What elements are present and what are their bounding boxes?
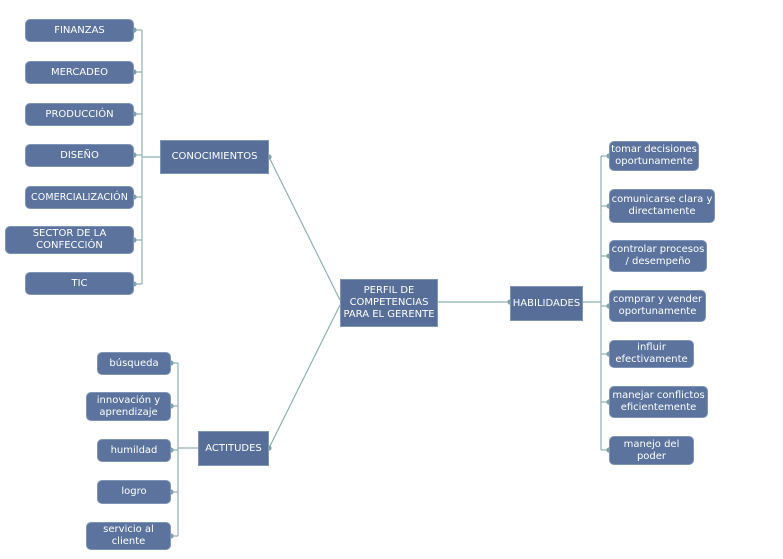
actitudes-item: innovación y aprendizaje — [86, 392, 171, 421]
conocimientos-item: COMERCIALIZACIÓN — [25, 186, 134, 209]
actitudes-item: logro — [97, 480, 171, 504]
conocimientos-item: DISEÑO — [25, 144, 134, 167]
habilidades-item: comunicarse clara y directamente — [609, 189, 715, 223]
branch-conocimientos-label: CONOCIMIENTOS — [171, 151, 258, 162]
conocimientos-item: FINANZAS — [25, 19, 134, 42]
branch-conocimientos: CONOCIMIENTOS — [160, 140, 269, 174]
actitudes-item: humildad — [97, 439, 171, 462]
habilidades-item: comprar y vender oportunamente — [609, 290, 706, 322]
conocimientos-item: PRODUCCIÓN — [25, 103, 134, 126]
branch-habilidades: HABILIDADES — [510, 286, 583, 321]
conocimientos-item: SECTOR DE LA CONFECCIÓN — [5, 226, 134, 254]
habilidades-item: manejo del poder — [609, 436, 694, 465]
connector-center-conocimientos — [266, 154, 341, 301]
habilidades-item: tomar decisiones oportunamente — [609, 141, 699, 171]
branch-actitudes-label: ACTITUDES — [205, 442, 262, 454]
habilidades-item: controlar procesos / desempeño — [609, 240, 707, 272]
conocimientos-item: TIC — [25, 272, 134, 295]
habilidades-item: manejar conflictos eficientemente — [609, 386, 708, 418]
actitudes-item: búsqueda — [97, 352, 171, 375]
connector-habilidades-trunk — [583, 156, 602, 450]
connector-conocimientos-trunk — [141, 30, 160, 284]
center-node: PERFIL DE COMPETENCIAS PARA EL GERENTE — [340, 279, 438, 327]
branch-habilidades-label: HABILIDADES — [512, 297, 581, 309]
center-node-label: PERFIL DE COMPETENCIAS PARA EL GERENTE — [343, 285, 435, 320]
habilidades-item: influir efectivamente — [609, 340, 694, 368]
connector-actitudes-trunk — [177, 363, 198, 536]
connector-center-actitudes — [266, 304, 341, 451]
branch-actitudes: ACTITUDES — [198, 431, 269, 466]
actitudes-item: servicio al cliente — [86, 522, 171, 550]
conocimientos-item: MERCADEO — [25, 61, 134, 84]
